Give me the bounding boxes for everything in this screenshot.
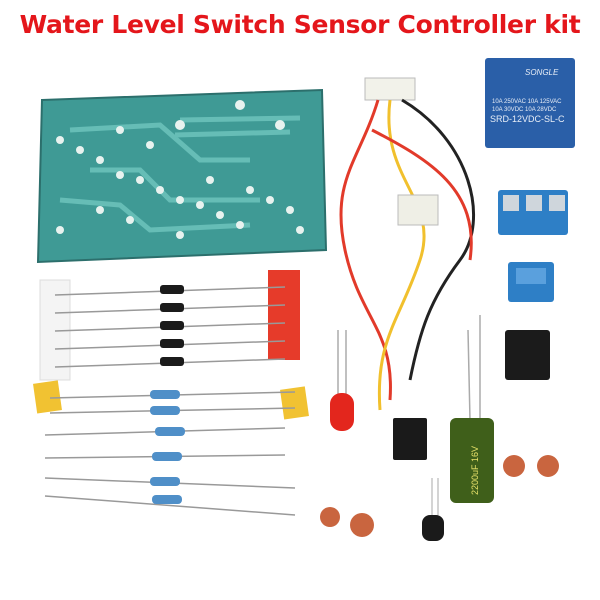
resistors (33, 380, 309, 516)
relay-rating-1: 10A 250VAC 10A 125VAC (492, 99, 562, 105)
red-led (330, 330, 354, 431)
electrolytic-capacitor: 2200uF 16V (450, 315, 494, 503)
ic-chip (393, 418, 427, 460)
wire-harness (339, 77, 475, 411)
relay-model: SRD-12VDC-SL-C (490, 114, 565, 124)
diode-strip (39, 270, 300, 381)
product-title: Water Level Switch Sensor Controller kit (19, 10, 581, 39)
relay-rating-2: 10A 30VDC 10A 28VDC (492, 107, 557, 113)
ic-socket (505, 330, 550, 380)
relay-brand: SONGLE (525, 68, 559, 77)
ceramic-capacitors (320, 455, 559, 537)
terminal-block-2pin (508, 262, 554, 302)
capacitor-label: 2200uF 16V (470, 446, 480, 495)
terminal-block-3pin (498, 190, 568, 235)
connector-header (397, 194, 439, 226)
transistor (422, 478, 444, 541)
relay: SONGLE 10A 250VAC 10A 125VAC 10A 30VDC 1… (485, 58, 575, 148)
pcb-board (36, 88, 328, 264)
